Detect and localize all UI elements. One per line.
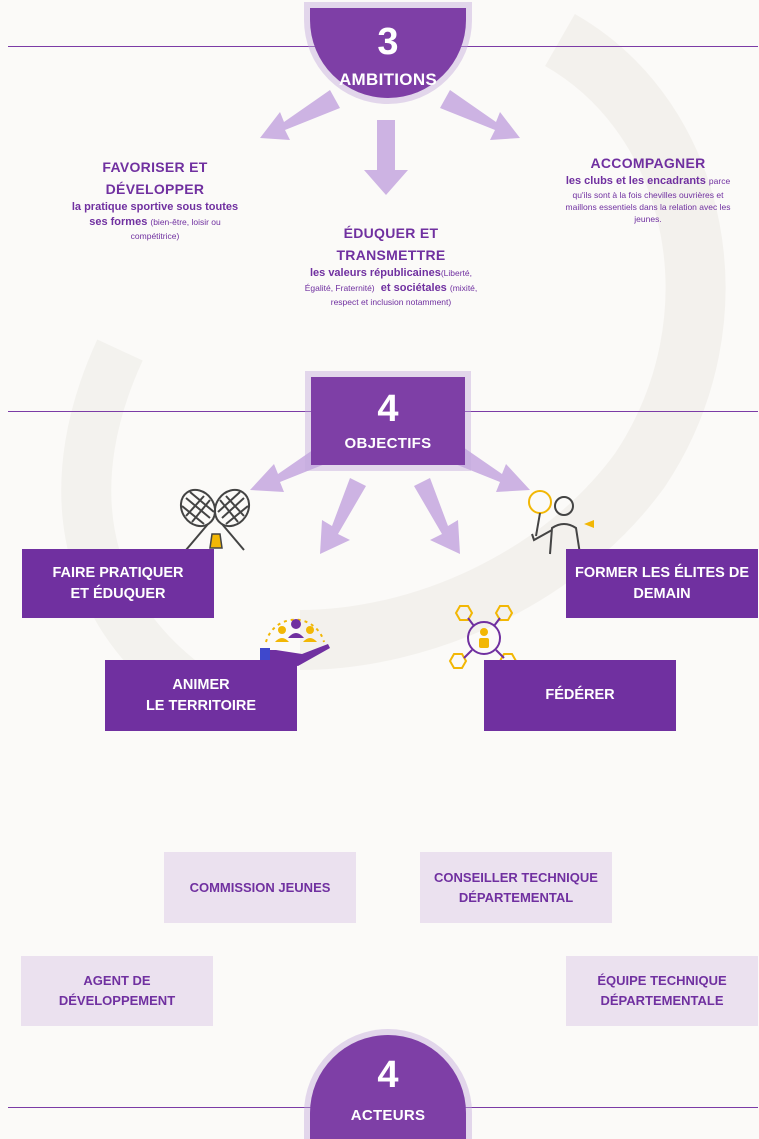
acteur-label: DÉPARTEMENTALE (600, 993, 724, 1008)
objectif-faire-pratiquer: FAIRE PRATIQUER ET ÉDUQUER (22, 549, 214, 618)
arrow-right-icon (450, 445, 530, 492)
ambitions-arrows (260, 90, 520, 195)
objectif-label: FORMER LES ÉLITES DE (574, 564, 749, 581)
acteurs-label: ACTEURS (350, 1107, 426, 1124)
objectifs-arrows (250, 445, 530, 554)
arrow-left-icon (260, 90, 340, 140)
objectif-label: LE TERRITOIRE (145, 697, 257, 714)
arrow-down-icon (364, 120, 408, 195)
ambition-accompagner: ACCOMPAGNER les clubs et les encadrants … (548, 152, 748, 225)
ambition-text: les clubs et les encadrants (565, 175, 706, 187)
badminton-player-icon (528, 490, 594, 555)
ambition-detail: (Liberté, (440, 268, 473, 278)
network-person-icon (448, 605, 518, 669)
badminton-rackets-icon (179, 488, 251, 551)
ambition-text: ses formes (89, 216, 148, 228)
arrow-down-right-icon (414, 478, 460, 554)
ambition-text: la pratique sportive sous toutes (71, 201, 239, 213)
acteur-equipe-technique: ÉQUIPE TECHNIQUE DÉPARTEMENTALE (566, 956, 758, 1026)
ambition-detail: compétitrice) (130, 231, 180, 241)
acteur-commission-jeunes: COMMISSION JEUNES (164, 852, 356, 923)
objectif-label: DEMAIN (633, 585, 691, 602)
objectifs-badge: 4 OBJECTIFS (311, 377, 465, 465)
ambitions-label: AMBITIONS (338, 70, 438, 89)
objectif-label: FAIRE PRATIQUER (52, 564, 184, 581)
acteur-conseiller-technique: CONSEILLER TECHNIQUE DÉPARTEMENTAL (420, 852, 612, 923)
ambition-text: et sociétales (380, 282, 447, 294)
objectifs-number: 4 (377, 388, 399, 430)
acteur-agent-developpement: AGENT DE DÉVELOPPEMENT (21, 956, 213, 1026)
arrow-left-icon (250, 445, 330, 492)
ambitions-number: 3 (377, 21, 399, 63)
ambitions-badge: 3 AMBITIONS (310, 8, 466, 98)
acteur-label: DÉVELOPPEMENT (58, 993, 176, 1008)
ambition-detail: (mixité, (449, 283, 478, 293)
objectif-label: ANIMER (172, 676, 230, 693)
ambition-detail: qu'ils sont à la fois chevilles ouvrière… (572, 190, 724, 200)
ambition-detail: Égalité, Fraternité) (304, 283, 375, 293)
ambition-title: ÉDUQUER ET (343, 225, 439, 241)
objectif-former-elites: FORMER LES ÉLITES DE DEMAIN (566, 549, 758, 618)
ambition-title: ACCOMPAGNER (590, 155, 706, 171)
ambition-eduquer: ÉDUQUER ET TRANSMETTRE les valeurs répub… (280, 222, 502, 308)
ambition-title: DÉVELOPPER (105, 181, 205, 197)
ambition-favoriser: FAVORISER ET DÉVELOPPER la pratique spor… (55, 156, 255, 242)
acteur-label: AGENT DE (83, 973, 151, 988)
ambition-text: les valeurs républicaines (309, 267, 441, 279)
acteur-label: DÉPARTEMENTAL (458, 889, 574, 905)
acteur-label: COMMISSION JEUNES (189, 879, 331, 895)
objectif-federer: FÉDÉRER (484, 660, 676, 731)
objectif-label: FÉDÉRER (545, 687, 615, 703)
objectif-label: ET ÉDUQUER (70, 585, 166, 602)
arrow-right-icon (440, 90, 520, 140)
ambition-detail: (bien-être, loisir ou (150, 217, 221, 227)
objectif-animer: ANIMER LE TERRITOIRE (105, 660, 297, 731)
ambition-detail: respect et inclusion notamment) (330, 297, 452, 307)
ambition-detail: parce (708, 176, 731, 186)
ambition-detail: maillons essentiels dans la relation ave… (565, 202, 731, 212)
ambition-detail: jeunes. (634, 214, 662, 224)
acteur-label: ÉQUIPE TECHNIQUE (597, 973, 727, 988)
arrow-down-left-icon (320, 478, 366, 554)
ambition-title: FAVORISER ET (102, 159, 208, 175)
objectifs-label: OBJECTIFS (344, 435, 432, 452)
acteurs-number: 4 (377, 1054, 399, 1096)
ambition-title: TRANSMETTRE (336, 247, 446, 263)
acteur-label: CONSEILLER TECHNIQUE (434, 869, 598, 885)
